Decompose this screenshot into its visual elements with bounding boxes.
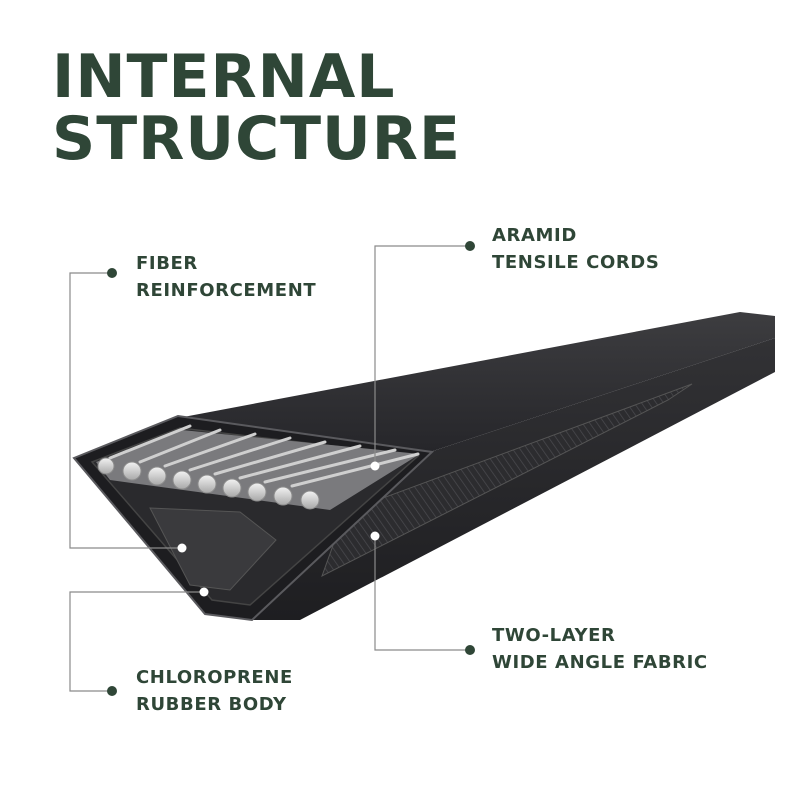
- dot-fiber-target: [177, 543, 187, 553]
- cord: [300, 490, 320, 510]
- dot-chloroprene-label: [107, 686, 117, 696]
- tensile-cords: [97, 457, 320, 510]
- dot-fiber-label: [107, 268, 117, 278]
- cord: [97, 457, 115, 475]
- title-line-1: INTERNAL: [52, 42, 396, 112]
- dot-aramid-label: [465, 241, 475, 251]
- label-chloroprene-rubber-body: CHLOROPRENE RUBBER BODY: [136, 667, 293, 715]
- leader-dots: [107, 241, 475, 696]
- cord-layer: [96, 430, 420, 510]
- cord: [172, 470, 192, 490]
- leader-lines: [69, 245, 470, 692]
- title-line-2: STRUCTURE: [52, 104, 461, 174]
- label-aramid-tensile-cords: ARAMID TENSILE CORDS: [492, 225, 660, 273]
- dot-aramid-target: [370, 461, 380, 471]
- dot-chloroprene-target: [199, 587, 209, 597]
- leader-fabric: [374, 536, 470, 651]
- v-belt: [72, 312, 775, 622]
- dot-fabric-label: [465, 645, 475, 655]
- label-two-layer-fabric: TWO-LAYER WIDE ANGLE FABRIC: [492, 625, 708, 673]
- page-title: INTERNAL STRUCTURE: [52, 46, 461, 170]
- cord: [222, 478, 242, 498]
- label-fiber-reinforcement: FIBER REINFORCEMENT: [136, 253, 317, 301]
- cord: [197, 474, 217, 494]
- fiber-core: [149, 507, 277, 591]
- leader-fiber: [69, 272, 182, 549]
- leader-aramid: [374, 245, 470, 466]
- dot-fabric-target: [370, 531, 380, 541]
- belt-top-surface: [178, 312, 775, 452]
- cord: [273, 486, 293, 506]
- cord-strands: [108, 424, 420, 488]
- leader-chloroprene: [69, 591, 204, 692]
- cord: [147, 466, 167, 486]
- cord: [247, 482, 267, 502]
- cord: [122, 461, 142, 481]
